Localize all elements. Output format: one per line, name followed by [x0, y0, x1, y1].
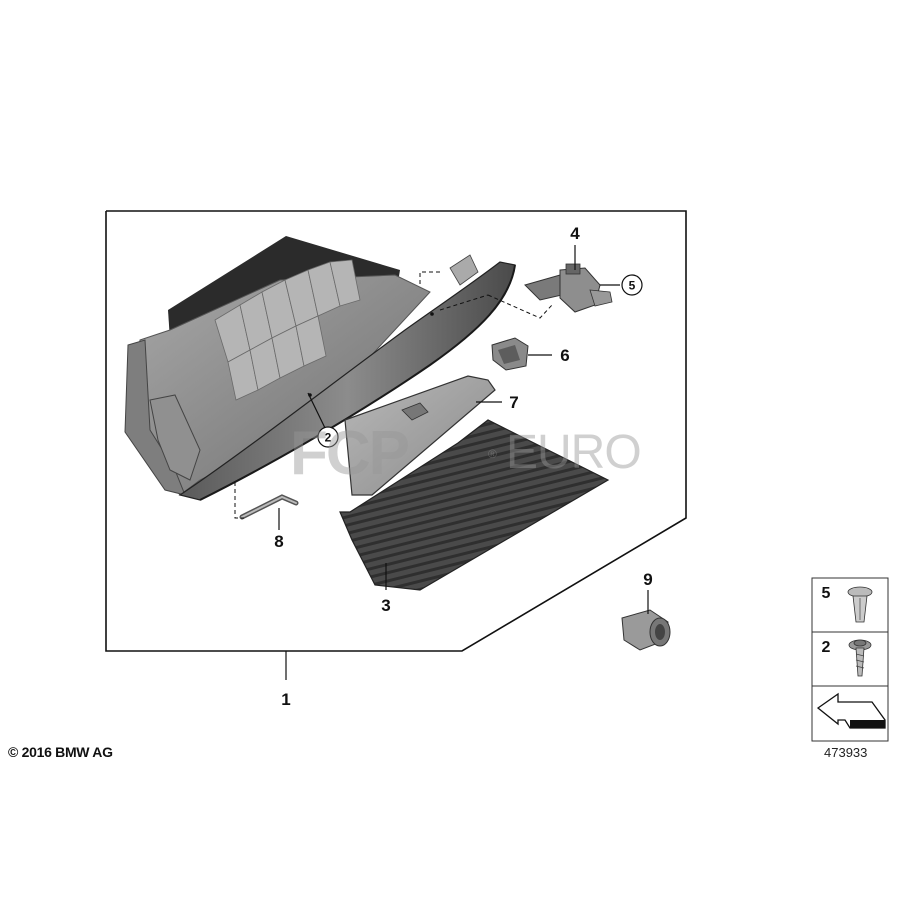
part-4-lock-mechanism: [524, 263, 613, 313]
callout-8: 8: [274, 532, 283, 551]
watermark-fcp: FCP: [290, 419, 410, 488]
circle-ref-5: [621, 274, 643, 296]
legend-number-5: 5: [822, 585, 831, 602]
reference-number: 473933: [824, 745, 868, 760]
circle-ref-2-label: 2: [325, 431, 332, 445]
screw-washer-icon: [848, 639, 872, 677]
leader-lines: [278, 245, 649, 680]
circle-ref-2: [317, 426, 339, 448]
legend-number-2: 2: [822, 639, 831, 656]
expanding-rivet-icon: [847, 586, 873, 623]
assembly-guides: [234, 271, 553, 519]
callout-1: 1: [281, 690, 290, 709]
direction-arrow-icon: [816, 692, 886, 729]
part-6-clip: [491, 337, 529, 371]
part-8-hinge-pin: [239, 494, 299, 520]
callout-6: 6: [560, 346, 569, 365]
part-9-lock-cylinder: [621, 609, 671, 651]
assembly-frame: [105, 210, 687, 652]
callout-7: 7: [509, 393, 518, 412]
callout-3: 3: [381, 596, 390, 615]
watermark-euro: EURO: [506, 426, 642, 479]
part-3-mat: [339, 419, 610, 591]
callout-9: 9: [643, 570, 652, 589]
part-7-lid-panel: [344, 375, 496, 496]
copyright-text: © 2016 BMW AG: [8, 744, 113, 760]
watermark-registered: ®: [488, 447, 497, 461]
callout-4: 4: [570, 224, 580, 243]
glove-box-body: [124, 236, 516, 501]
circle-ref-5-label: 5: [629, 279, 636, 293]
fastener-legend: 5 2: [811, 577, 889, 742]
